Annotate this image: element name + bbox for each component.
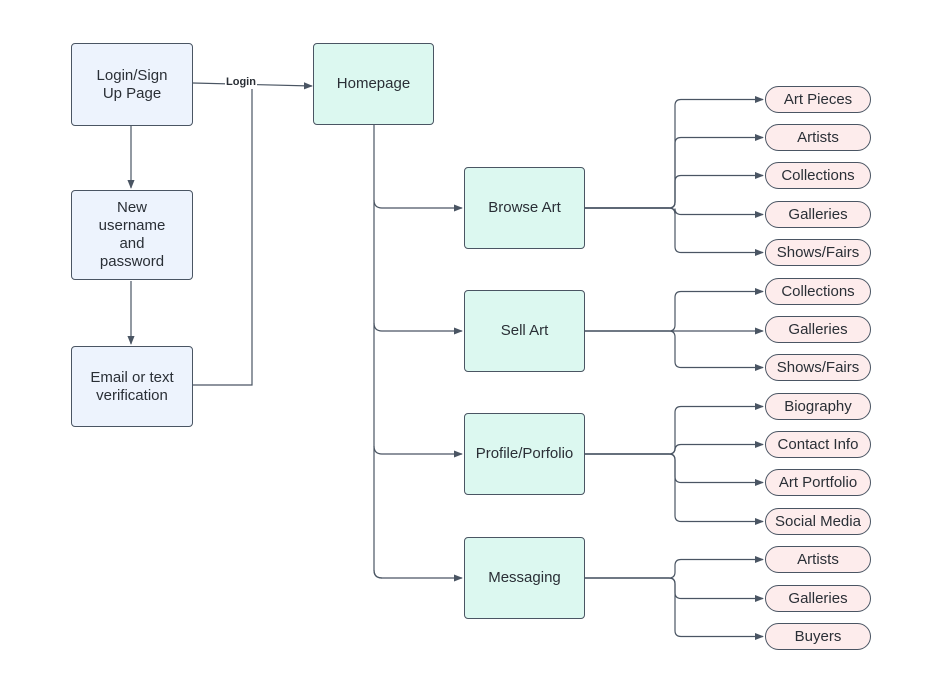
homepage-label: Homepage <box>336 75 411 92</box>
leaf-node-biography: Biography <box>765 393 871 420</box>
edge-sell-art-to-shows-fairs <box>585 330 764 372</box>
homepage-trunk-line <box>373 125 383 579</box>
leaf-node-social-media: Social Media <box>765 508 871 535</box>
section-label: Sell Art <box>500 322 549 339</box>
edge-messaging-to-artists <box>585 555 764 579</box>
edge-homepage-to-sell-art <box>373 322 463 335</box>
leaf-node-buyers: Buyers <box>765 623 871 650</box>
verification-label: Email or text verification <box>90 368 174 404</box>
new-credentials-node: New username and password <box>71 190 193 280</box>
leaf-node-shows-fairs: Shows/Fairs <box>765 239 871 266</box>
leaf-node-art-pieces: Art Pieces <box>765 86 871 113</box>
edge-messaging-to-buyers <box>585 577 764 641</box>
edge-homepage-to-messaging <box>373 569 463 582</box>
leaf-node-artists: Artists <box>765 546 871 573</box>
section-node-sell-art: Sell Art <box>464 290 585 372</box>
leaf-node-shows-fairs: Shows/Fairs <box>765 354 871 381</box>
new-credentials-label: New username and password <box>98 199 166 270</box>
edge-sell-art-to-collections <box>585 287 764 332</box>
section-node-browse-art: Browse Art <box>464 167 585 249</box>
leaf-node-collections: Collections <box>765 278 871 305</box>
edge-profile-porfolio-to-biography <box>585 402 764 455</box>
edge-verification-to-login-line <box>193 87 253 386</box>
homepage-node: Homepage <box>313 43 434 125</box>
section-label: Profile/Porfolio <box>475 445 574 462</box>
leaf-node-galleries: Galleries <box>765 316 871 343</box>
section-label: Messaging <box>488 569 561 586</box>
edge-profile-porfolio-to-social-media <box>585 453 764 526</box>
section-node-messaging: Messaging <box>464 537 585 619</box>
edge-browse-art-to-shows-fairs <box>585 207 764 257</box>
edge-browse-art-to-collections <box>585 171 764 209</box>
leaf-node-collections: Collections <box>765 162 871 189</box>
verification-node: Email or text verification <box>71 346 193 427</box>
login-signup-page-node: Login/Sign Up Page <box>71 43 193 126</box>
leaf-node-artists: Artists <box>765 124 871 151</box>
edge-homepage-to-browse-art <box>373 199 463 212</box>
edge-browse-art-to-art-pieces <box>585 95 764 209</box>
section-node-profile-porfolio: Profile/Porfolio <box>464 413 585 495</box>
edge-profile-porfolio-to-contact-info <box>585 440 764 455</box>
edge-profile-porfolio-to-art-portfolio <box>585 453 764 487</box>
leaf-node-contact-info: Contact Info <box>765 431 871 458</box>
edge-homepage-to-profile-porfolio <box>373 445 463 458</box>
login-signup-page-label: Login/Sign Up Page <box>96 66 168 102</box>
login-edge-label: Login <box>225 76 257 89</box>
leaf-node-art-portfolio: Art Portfolio <box>765 469 871 496</box>
leaf-node-galleries: Galleries <box>765 585 871 612</box>
edge-browse-art-to-artists <box>585 133 764 209</box>
section-label: Browse Art <box>488 199 561 216</box>
leaf-node-galleries: Galleries <box>765 201 871 228</box>
